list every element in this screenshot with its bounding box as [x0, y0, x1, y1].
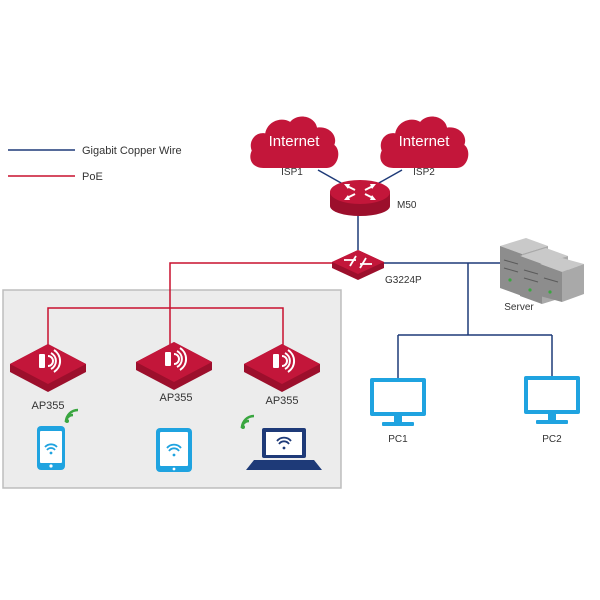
- copper-links: [317, 169, 553, 378]
- legend-poe-label: PoE: [82, 171, 103, 183]
- router-icon: [330, 180, 390, 216]
- ap2-label: AP355: [159, 392, 192, 404]
- isp2-cloud-text: Internet: [399, 133, 451, 150]
- isp2-label: ISP2: [413, 167, 435, 178]
- tablet-icon: [156, 428, 192, 472]
- isp1-cloud: Internet: [250, 116, 339, 168]
- isp1-cloud-text: Internet: [269, 133, 321, 150]
- ap3-label: AP355: [265, 395, 298, 407]
- ap1-label: AP355: [31, 400, 64, 412]
- server-label: Server: [504, 302, 534, 313]
- legend-copper-label: Gigabit Copper Wire: [82, 145, 182, 157]
- server-rack-icon: [500, 238, 584, 304]
- smartphone-icon: [37, 426, 65, 470]
- pc1-label: PC1: [388, 434, 408, 445]
- laptop-icon: [246, 428, 322, 470]
- poe-ap-bus: [47, 307, 284, 356]
- pc1-monitor-icon: [370, 378, 426, 426]
- switch-label: G3224P: [385, 275, 422, 286]
- pc2-label: PC2: [542, 434, 562, 445]
- isp1-label: ISP1: [281, 167, 303, 178]
- pc2-monitor-icon: [524, 376, 580, 424]
- poe-switch-to-ap2: [169, 262, 344, 354]
- router-label: M50: [397, 200, 417, 211]
- isp2-cloud: Internet: [380, 116, 469, 168]
- poe-links: [47, 262, 344, 356]
- switch-icon: [332, 250, 384, 280]
- legend: Gigabit Copper Wire PoE: [8, 145, 182, 183]
